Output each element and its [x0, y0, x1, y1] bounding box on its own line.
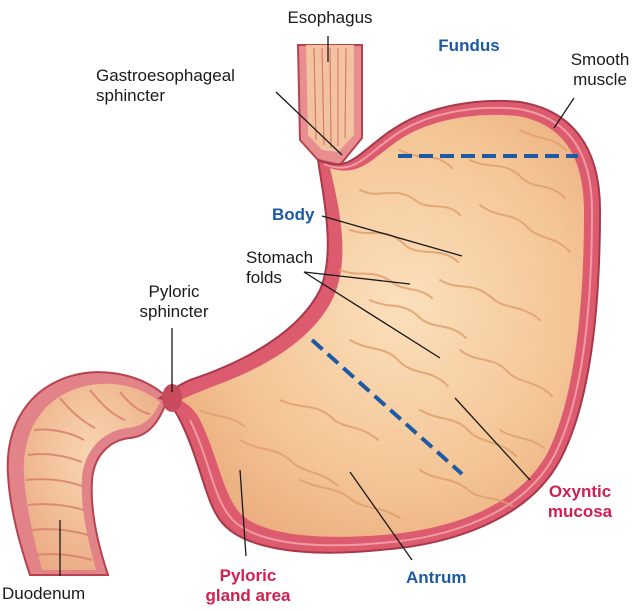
label-fundus-line1: Fundus: [424, 36, 514, 56]
label-gastroesophageal-sphincter: Gastroesophageal sphincter: [96, 66, 276, 106]
label-gastroesophageal-line2: sphincter: [96, 86, 276, 106]
esophagus-tube: [298, 45, 362, 165]
label-pyloric-sphincter-line2: sphincter: [126, 302, 222, 322]
label-pyloric-sphincter: Pyloric sphincter: [126, 282, 222, 322]
label-stomach-folds-line1: Stomach: [246, 248, 313, 268]
label-duodenum: Duodenum: [2, 584, 85, 604]
label-antrum: Antrum: [406, 568, 466, 588]
label-body: Body: [272, 205, 315, 225]
label-pyloric-sphincter-line1: Pyloric: [126, 282, 222, 302]
label-esophagus: Esophagus: [278, 8, 382, 28]
label-oxyntic-mucosa-line2: mucosa: [528, 502, 632, 522]
label-body-line1: Body: [272, 205, 315, 225]
label-smooth-muscle-line1: Smooth: [560, 50, 640, 70]
label-pyloric-gland-area-line2: gland area: [196, 586, 300, 606]
label-oxyntic-mucosa: Oxyntic mucosa: [528, 482, 632, 522]
label-smooth-muscle-line2: muscle: [560, 70, 640, 90]
label-fundus: Fundus: [424, 36, 514, 56]
label-stomach-folds: Stomach folds: [246, 248, 313, 288]
label-oxyntic-mucosa-line1: Oxyntic: [528, 482, 632, 502]
label-pyloric-gland-area-line1: Pyloric: [196, 566, 300, 586]
label-duodenum-line1: Duodenum: [2, 584, 85, 604]
label-pyloric-gland-area: Pyloric gland area: [196, 566, 300, 606]
label-gastroesophageal-line1: Gastroesophageal: [96, 66, 276, 86]
label-antrum-line1: Antrum: [406, 568, 466, 588]
duodenum-tube: [8, 372, 168, 575]
label-stomach-folds-line2: folds: [246, 268, 313, 288]
label-esophagus-line1: Esophagus: [278, 8, 382, 28]
label-smooth-muscle: Smooth muscle: [560, 50, 640, 90]
